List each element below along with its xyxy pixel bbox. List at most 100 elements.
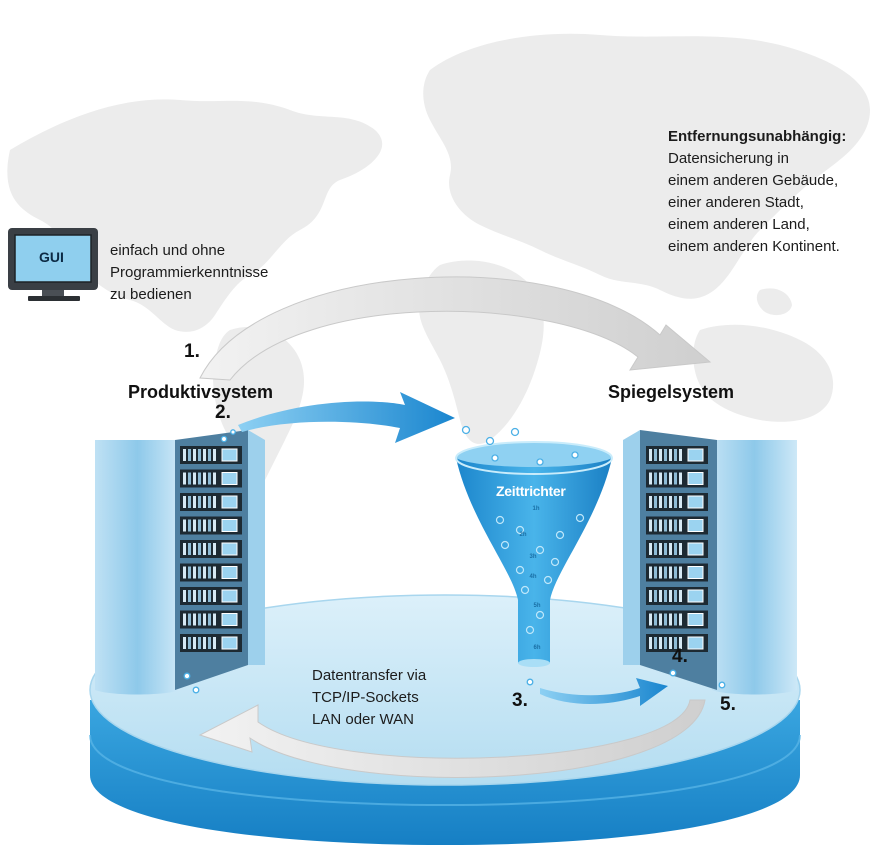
drive-slot bbox=[669, 543, 672, 555]
drive-slot bbox=[208, 519, 211, 532]
drive-slot bbox=[183, 472, 186, 485]
drive-slot bbox=[193, 496, 196, 508]
drive-slot bbox=[654, 590, 657, 602]
drive-slot bbox=[654, 543, 657, 555]
drive-slot bbox=[213, 566, 216, 579]
drive-slot bbox=[664, 519, 667, 532]
drive-slot bbox=[188, 637, 191, 649]
drive-slot bbox=[679, 637, 682, 649]
drive-slot bbox=[213, 543, 216, 555]
drive-slot bbox=[679, 590, 682, 602]
drive-slot bbox=[203, 637, 206, 649]
drive-slot bbox=[208, 543, 211, 555]
drive-slot bbox=[188, 566, 191, 579]
transfer-line: LAN oder WAN bbox=[312, 711, 414, 728]
drive-slot bbox=[674, 566, 677, 579]
drive-slot bbox=[679, 566, 682, 579]
drive-slot bbox=[198, 496, 201, 508]
drive-slot bbox=[659, 519, 662, 532]
drive-slot bbox=[649, 496, 652, 508]
drive-slot bbox=[664, 543, 667, 555]
drive-slot bbox=[213, 519, 216, 532]
drive-slot bbox=[659, 472, 662, 485]
production-system-title: Produktivsystem bbox=[128, 382, 274, 402]
rack-display bbox=[687, 448, 704, 462]
drive-slot bbox=[679, 449, 682, 461]
drive-slot bbox=[193, 472, 196, 485]
drive-slot bbox=[664, 613, 667, 626]
distance-line: Datensicherung in bbox=[668, 150, 789, 167]
drive-slot bbox=[213, 613, 216, 626]
drive-slot bbox=[654, 613, 657, 626]
drive-slot bbox=[674, 496, 677, 508]
drive-slot bbox=[203, 613, 206, 626]
distance-line: einem anderen Gebäude, bbox=[668, 172, 839, 189]
drive-slot bbox=[188, 613, 191, 626]
rack-display bbox=[687, 472, 704, 485]
drive-slot bbox=[679, 613, 682, 626]
rack-display bbox=[687, 566, 704, 579]
drive-slot bbox=[669, 637, 672, 649]
rack-display bbox=[221, 519, 238, 532]
drive-slot bbox=[208, 566, 211, 579]
drive-slot bbox=[198, 519, 201, 532]
drive-slot bbox=[213, 590, 216, 602]
production-rack-units bbox=[180, 446, 242, 652]
drive-slot bbox=[203, 449, 206, 461]
step-2-label: 2. bbox=[215, 402, 231, 423]
rack-display bbox=[221, 472, 238, 485]
drive-slot bbox=[664, 637, 667, 649]
drive-slot bbox=[654, 472, 657, 485]
drive-slot bbox=[659, 543, 662, 555]
drive-slot bbox=[649, 472, 652, 485]
drive-slot bbox=[664, 449, 667, 461]
drive-slot bbox=[669, 519, 672, 532]
drive-slot bbox=[654, 519, 657, 532]
drive-slot bbox=[203, 543, 206, 555]
drive-slot bbox=[664, 566, 667, 579]
drive-slot bbox=[669, 496, 672, 508]
gui-screen-label: GUI bbox=[39, 249, 64, 265]
rack-display bbox=[221, 613, 238, 626]
drive-slot bbox=[183, 566, 186, 579]
drive-slot bbox=[669, 590, 672, 602]
drive-slot bbox=[213, 496, 216, 508]
drive-slot bbox=[649, 519, 652, 532]
drive-slot bbox=[188, 449, 191, 461]
funnel-output-arrow bbox=[540, 678, 668, 706]
drive-slot bbox=[188, 590, 191, 602]
gui-monitor bbox=[8, 228, 98, 301]
drive-slot bbox=[193, 637, 196, 649]
drive-slot bbox=[664, 496, 667, 508]
transfer-line: TCP/IP-Sockets bbox=[312, 689, 419, 706]
hour-marker: 5h bbox=[533, 603, 541, 609]
gui-description-line: zu bedienen bbox=[110, 286, 192, 303]
drive-slot bbox=[654, 566, 657, 579]
gui-description-line: einfach und ohne bbox=[110, 242, 226, 259]
rack-display bbox=[221, 636, 238, 650]
drive-slot bbox=[649, 566, 652, 579]
drive-slot bbox=[208, 496, 211, 508]
data-bubbles bbox=[183, 425, 726, 694]
drive-slot bbox=[193, 590, 196, 602]
drive-slot bbox=[188, 496, 191, 508]
drive-slot bbox=[188, 543, 191, 555]
distance-line: einer anderen Stadt, bbox=[668, 194, 804, 211]
rack-display bbox=[221, 589, 238, 603]
drive-slot bbox=[183, 590, 186, 602]
rack-display bbox=[687, 495, 704, 509]
rack-display bbox=[687, 636, 704, 650]
gui-description-line: Programmierkenntnisse bbox=[110, 264, 269, 281]
drive-slot bbox=[669, 472, 672, 485]
drive-slot bbox=[664, 472, 667, 485]
drive-slot bbox=[183, 543, 186, 555]
drive-slot bbox=[679, 519, 682, 532]
drive-slot bbox=[674, 449, 677, 461]
drive-slot bbox=[649, 543, 652, 555]
drive-slot bbox=[659, 637, 662, 649]
drive-slot bbox=[198, 566, 201, 579]
distance-line: einem anderen Kontinent. bbox=[668, 238, 840, 255]
drive-slot bbox=[193, 449, 196, 461]
